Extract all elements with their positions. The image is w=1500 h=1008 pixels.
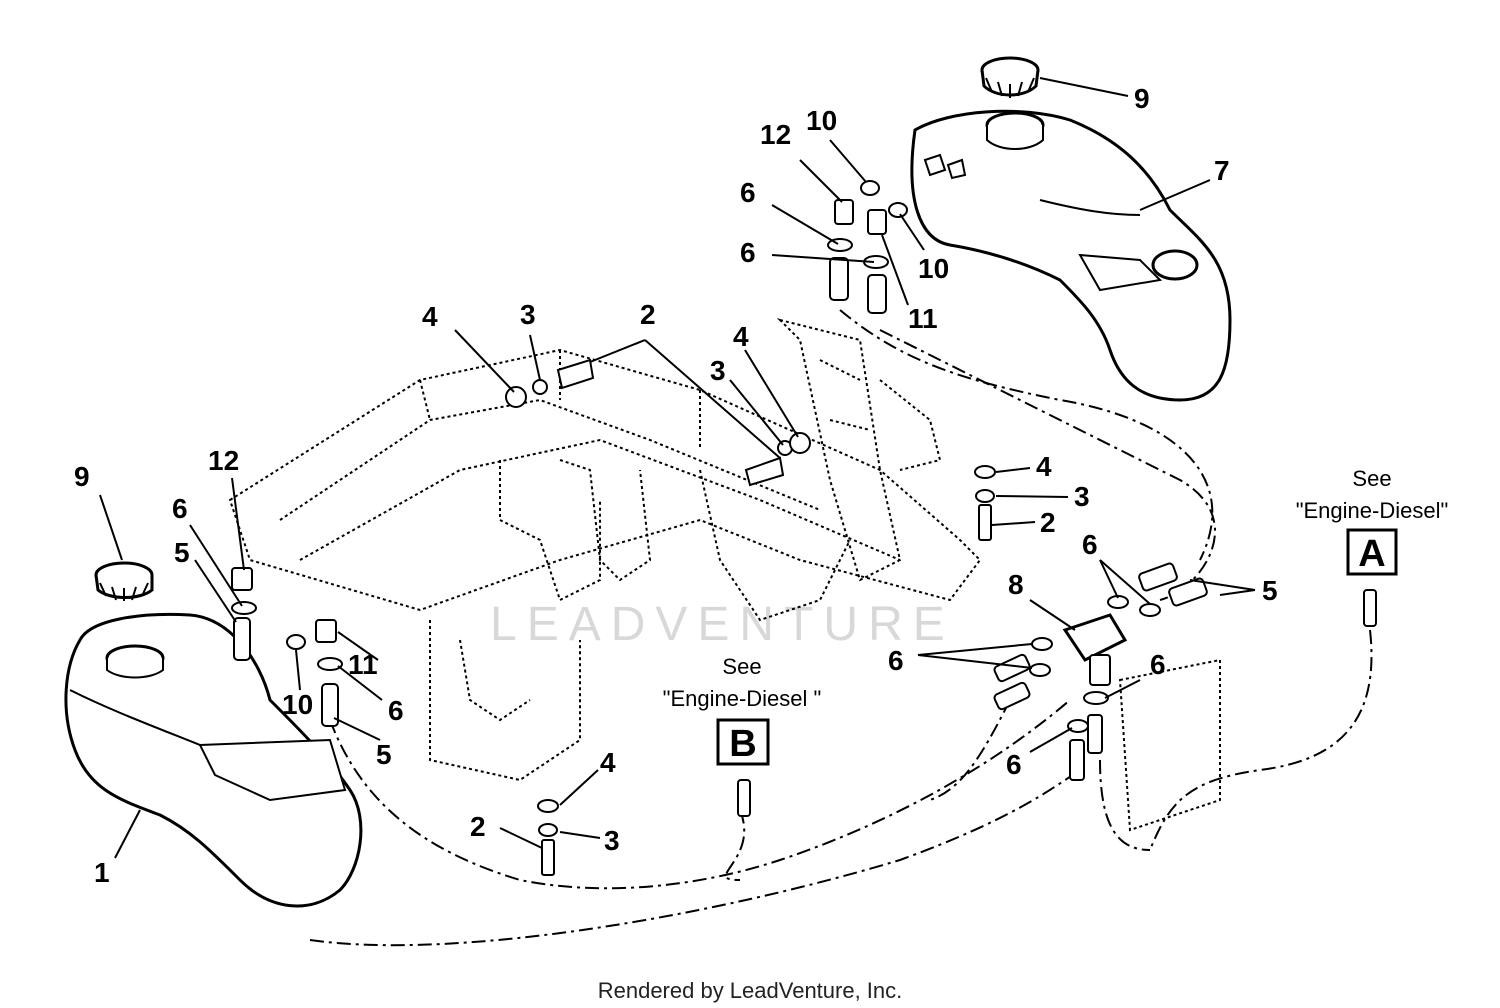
reference-b-see: See xyxy=(722,654,761,679)
callout-number: 5 xyxy=(376,739,392,770)
left-fuel-cap xyxy=(94,561,154,601)
callout-number: 6 xyxy=(1150,649,1166,680)
callout-number: 10 xyxy=(918,253,949,284)
callout-labels: 9 7 10 12 6 6 10 11 4 3 2 4 3 4 3 2 6 5 … xyxy=(74,83,1278,888)
callout-number: 4 xyxy=(600,747,616,778)
callout-number: 3 xyxy=(1074,481,1090,512)
callout-number: 5 xyxy=(1262,575,1278,606)
callout-number: 9 xyxy=(1134,83,1150,114)
callout-number: 2 xyxy=(470,811,486,842)
callout-number: 6 xyxy=(1082,529,1098,560)
callout-number: 4 xyxy=(1036,451,1052,482)
footer-credit: Rendered by LeadVenture, Inc. xyxy=(598,978,903,1003)
callout-number: 4 xyxy=(422,301,438,332)
callout-number: 2 xyxy=(640,299,656,330)
right-fuel-tank xyxy=(910,109,1232,402)
callout-number: 12 xyxy=(760,119,791,150)
callout-number: 12 xyxy=(208,445,239,476)
callout-number: 7 xyxy=(1214,155,1230,186)
reference-b-target: "Engine-Diesel " xyxy=(663,686,822,711)
callout-number: 11 xyxy=(348,649,378,680)
callout-number: 2 xyxy=(1040,507,1056,538)
callout-number: 6 xyxy=(1006,749,1022,780)
left-fuel-tank xyxy=(64,612,363,908)
callout-number: 6 xyxy=(388,695,404,726)
callout-number: 4 xyxy=(733,321,749,352)
callout-number: 6 xyxy=(172,493,188,524)
reference-a-target: "Engine-Diesel" xyxy=(1296,498,1449,523)
callout-number: 3 xyxy=(710,355,726,386)
callout-number: 6 xyxy=(740,237,756,268)
callout-number: 3 xyxy=(520,299,536,330)
reference-a-see: See xyxy=(1352,466,1391,491)
reference-a-letter: A xyxy=(1358,533,1385,575)
callout-number: 5 xyxy=(174,537,190,568)
callout-number: 8 xyxy=(1008,569,1024,600)
callout-number: 1 xyxy=(94,857,110,888)
callout-number: 10 xyxy=(282,689,313,720)
right-fuel-cap xyxy=(980,56,1040,98)
reference-b: See "Engine-Diesel " B xyxy=(663,654,822,766)
callout-number: 3 xyxy=(604,825,620,856)
reference-a: See "Engine-Diesel" A xyxy=(1296,466,1449,576)
watermark: LEADVENTURE xyxy=(490,598,955,651)
callout-number: 6 xyxy=(740,177,756,208)
reference-b-letter: B xyxy=(729,723,756,765)
chassis-frame xyxy=(228,318,1221,832)
fittings xyxy=(231,180,1377,876)
callout-number: 11 xyxy=(908,303,938,334)
fuel-hoses xyxy=(309,309,1373,947)
callout-number: 10 xyxy=(806,105,837,136)
callout-number: 6 xyxy=(888,645,904,676)
leader-lines xyxy=(99,77,1256,859)
callout-number: 9 xyxy=(74,461,90,492)
